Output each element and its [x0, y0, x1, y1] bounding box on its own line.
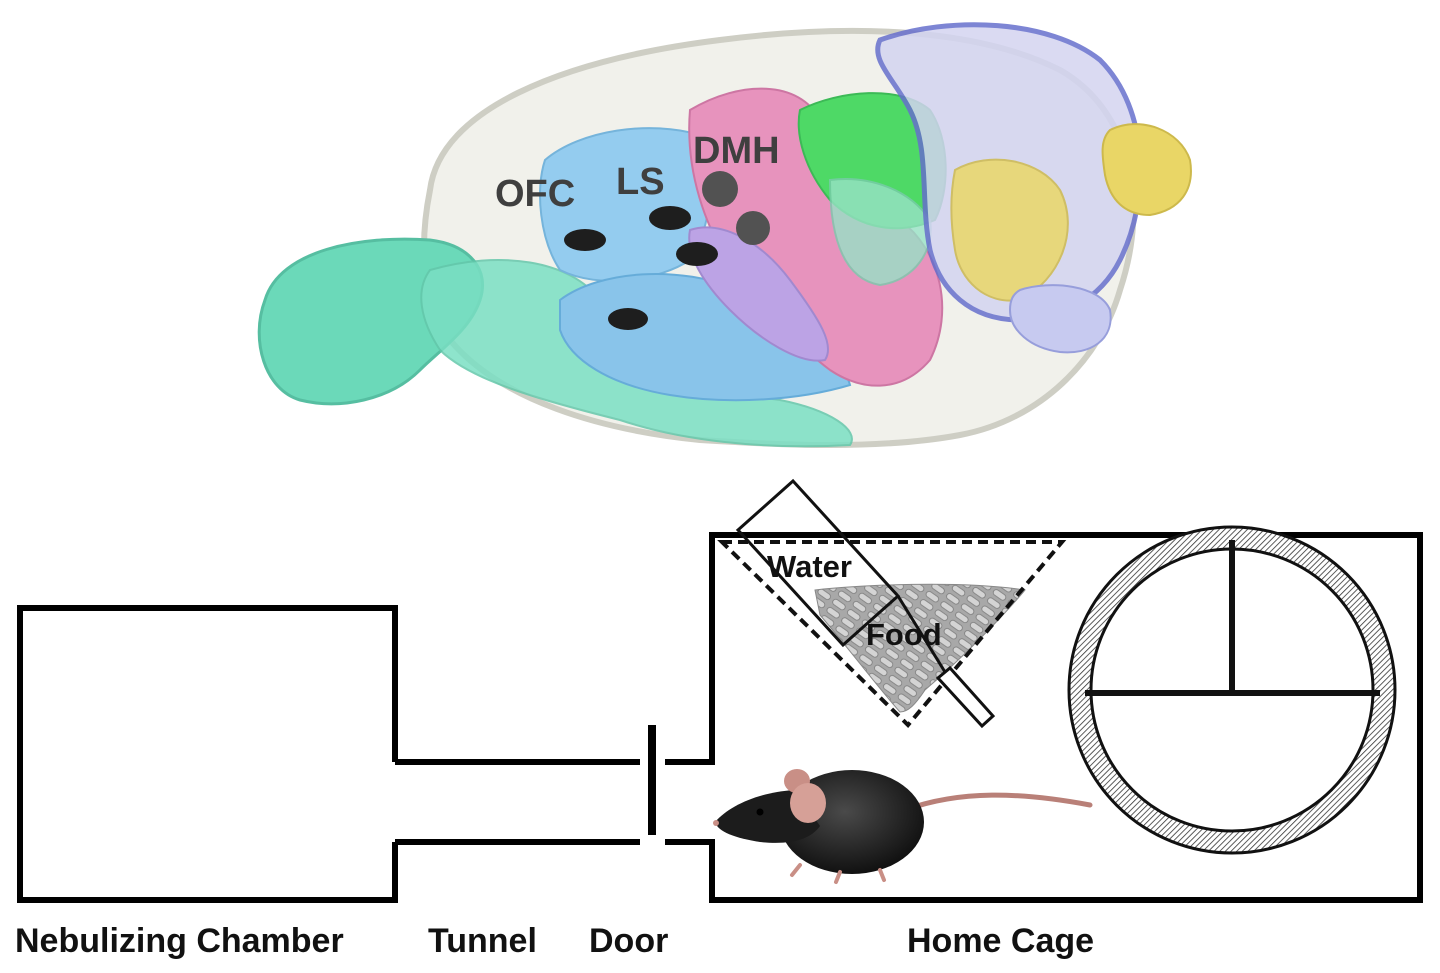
chamber-label: Nebulizing Chamber	[15, 922, 344, 960]
mouse-tail	[902, 792, 1093, 813]
water-bottle-tube	[896, 595, 947, 673]
ofc-label: OFC	[495, 173, 575, 215]
running-wheel	[1067, 525, 1397, 855]
home-cage-label: Home Cage	[907, 922, 1094, 960]
water-bottle-spout	[935, 665, 996, 729]
dmh-marker-upper	[702, 171, 738, 207]
food-label: Food	[866, 617, 942, 652]
spinal-cord-region	[1101, 123, 1192, 217]
ls-marker-lower	[676, 242, 718, 266]
tunnel-label: Tunnel	[428, 922, 537, 960]
wheel-rim	[1069, 527, 1395, 853]
lower-blue-region	[559, 272, 852, 402]
mouse-eye	[756, 808, 764, 816]
hopper-outline	[717, 540, 1067, 728]
dmh-marker-lower	[736, 211, 770, 245]
mouse-ear-right	[790, 783, 826, 823]
ventral-marker	[608, 308, 648, 330]
pons-region	[1008, 284, 1112, 354]
tunnel-top-wall	[395, 532, 1423, 903]
mouse	[713, 769, 1093, 884]
mouse-feet	[790, 863, 886, 884]
ofc-marker	[564, 229, 606, 251]
dmh-label: DMH	[693, 130, 780, 172]
wheel-rim-outer	[1067, 525, 1397, 855]
ls-marker-upper	[649, 206, 691, 230]
brain-illustration: OFC LS DMH	[257, 22, 1192, 448]
door-label: Door	[589, 922, 668, 960]
midbrain-sub-region	[828, 178, 932, 287]
water-label: Water	[767, 549, 852, 584]
chamber-outline	[17, 605, 398, 903]
mouse-nose	[713, 820, 719, 826]
ls-label: LS	[616, 161, 665, 203]
apparatus	[17, 532, 1423, 903]
water-bottle	[735, 478, 996, 729]
